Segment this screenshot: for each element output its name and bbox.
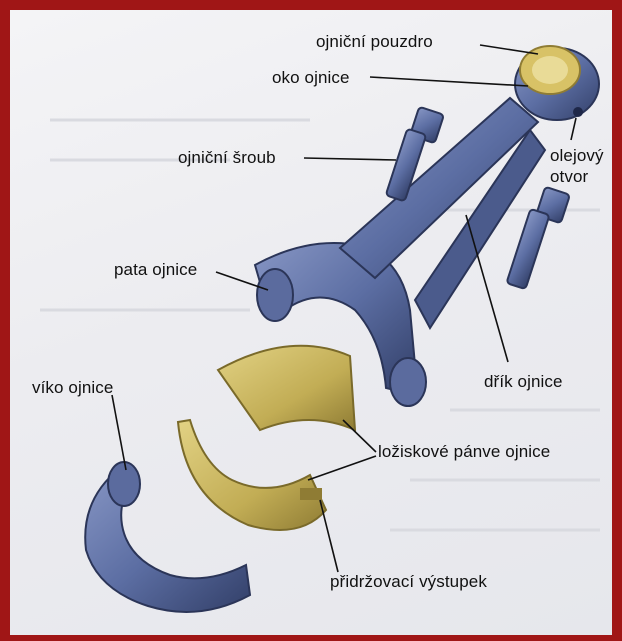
label-oko-ojnice: oko ojnice bbox=[272, 68, 350, 88]
label-loziskove-panve-ojnice: ložiskové pánve ojnice bbox=[378, 442, 550, 462]
label-olejovy-otvor-line2: otvor bbox=[550, 167, 588, 187]
bolt-right bbox=[506, 187, 570, 289]
label-olejovy-otvor-line1: olejový bbox=[550, 146, 604, 166]
label-ojnicni-sroub: ojniční šroub bbox=[178, 148, 276, 168]
label-pridrzovaci-vystupek: přidržovací výstupek bbox=[330, 572, 487, 592]
label-ojnicni-pouzdro: ojniční pouzdro bbox=[316, 32, 433, 52]
connecting-rod-illustration bbox=[10, 10, 612, 635]
oil-hole-shape bbox=[573, 107, 583, 117]
bearing-shells bbox=[178, 346, 355, 530]
label-pata-ojnice: pata ojnice bbox=[114, 260, 197, 280]
label-viko-ojnice: víko ojnice bbox=[32, 378, 113, 398]
label-drik-ojnice: dřík ojnice bbox=[484, 372, 563, 392]
